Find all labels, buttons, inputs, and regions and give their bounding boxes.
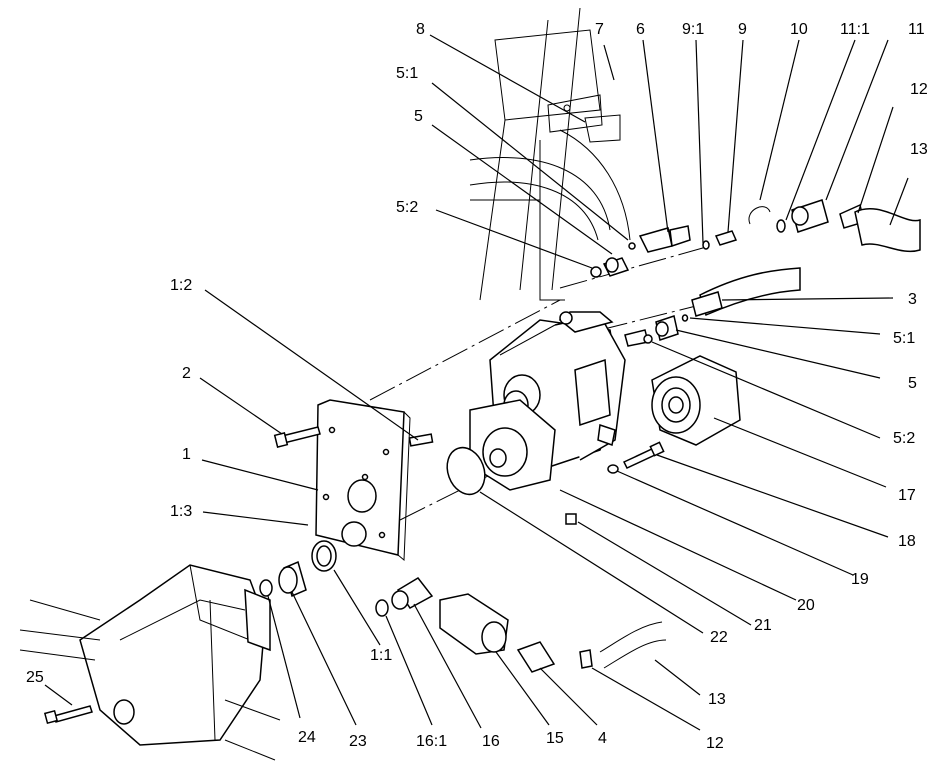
o-ring-9-1	[702, 240, 710, 250]
fitting-5-upper	[590, 242, 636, 278]
callout-9-1: 9:1	[682, 21, 704, 38]
o-ring-22	[446, 446, 486, 496]
callout-5-1-right: 5:1	[893, 330, 915, 347]
hose-3	[699, 267, 801, 317]
callout-20: 20	[797, 597, 815, 614]
callout-1-2: 1:2	[170, 277, 192, 294]
callout-5-2-top: 5:2	[396, 199, 418, 216]
callout-22: 22	[710, 629, 728, 646]
callout-5-2-right: 5:2	[893, 430, 915, 447]
callout-21: 21	[754, 617, 772, 634]
elbow-11	[791, 199, 829, 233]
centerline-right	[599, 304, 701, 331]
washer-19	[607, 464, 619, 474]
callout-1: 1	[182, 446, 191, 463]
callout-23: 23	[349, 733, 367, 750]
callout-11: 11	[908, 21, 925, 38]
centerline-mid	[369, 299, 561, 401]
elbow-16	[391, 577, 434, 610]
centerline-upper	[559, 245, 711, 289]
callout-18: 18	[898, 533, 916, 550]
callout-7: 7	[595, 21, 604, 38]
bolt-25	[43, 705, 93, 725]
callout-9: 9	[738, 21, 747, 38]
filter-17	[651, 355, 741, 446]
callout-3: 3	[908, 291, 917, 308]
elbow-6	[638, 225, 691, 253]
callout-5-1-top: 5:1	[396, 65, 418, 82]
callout-2: 2	[182, 365, 191, 382]
callout-17: 17	[898, 487, 916, 504]
snap-ring-24	[259, 579, 273, 597]
hose-13-upper	[854, 207, 921, 252]
clamp-12-lower	[579, 649, 593, 669]
nut-21	[565, 513, 577, 525]
callout-10: 10	[790, 21, 808, 38]
callout-6: 6	[636, 21, 645, 38]
callout-1-1: 1:1	[370, 647, 392, 664]
callout-13-bottom: 13	[708, 691, 726, 708]
dowel-1-2	[408, 433, 434, 447]
hydrostatic-pump	[469, 311, 649, 491]
transaxle-housing	[19, 564, 281, 761]
leader-lines	[44, 34, 909, 731]
callout-8: 8	[416, 21, 425, 38]
callout-4: 4	[598, 730, 607, 747]
callout-24: 24	[298, 729, 316, 746]
bolt-2	[273, 426, 321, 448]
filter-15	[439, 593, 509, 655]
callout-labels: 8 7 6 9:1 9 10 11:1 11 12 13 5:1 5 5:2 1…	[26, 21, 928, 752]
clip-10	[748, 206, 771, 225]
gear-23	[278, 560, 307, 598]
hose-13-lower	[599, 621, 663, 653]
callout-12-top: 12	[910, 81, 928, 98]
frame-structure	[469, 7, 631, 301]
callout-11-1: 11:1	[840, 21, 870, 38]
fitting-5-lower	[643, 315, 679, 344]
callout-15: 15	[546, 730, 564, 747]
callout-5-right: 5	[908, 375, 917, 392]
callout-5-top: 5	[414, 108, 423, 125]
o-ring-16-1	[375, 599, 389, 617]
callout-19: 19	[851, 571, 869, 588]
callout-25: 25	[26, 669, 44, 686]
fitting-4	[516, 641, 556, 673]
mount-plate	[315, 399, 411, 562]
callout-16-1: 16:1	[416, 733, 447, 750]
coupler	[311, 540, 337, 572]
callout-13-top: 13	[910, 141, 928, 158]
fitting-9	[714, 230, 738, 246]
callout-16: 16	[482, 733, 500, 750]
callout-1-3: 1:3	[170, 503, 192, 520]
o-ring-11-1	[776, 219, 786, 233]
callout-12-bottom: 12	[706, 735, 724, 752]
